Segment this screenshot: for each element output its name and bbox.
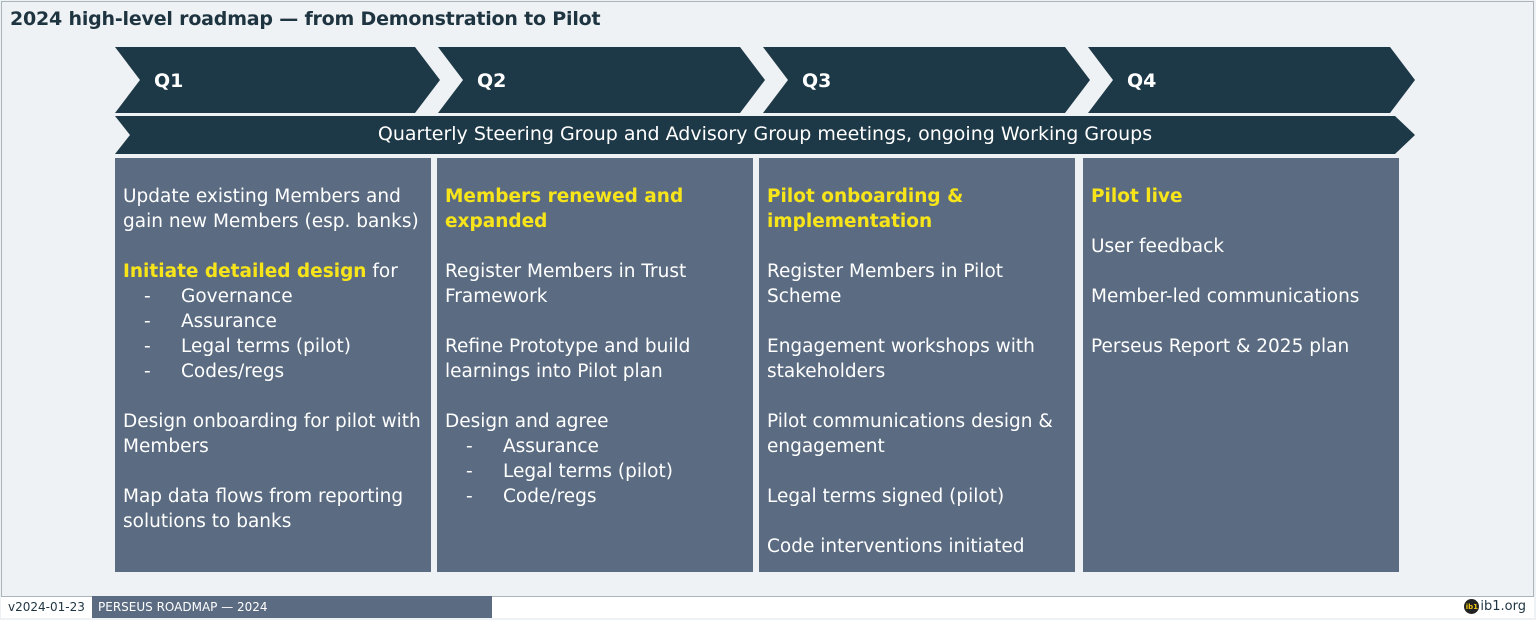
- q4-item-report: Perseus Report & 2025 plan: [1091, 336, 1350, 357]
- q1-item-onboarding: Design onboarding for pilot with Members: [123, 411, 421, 457]
- q1-subitem: - Codes/regs: [123, 359, 423, 384]
- dash-bullet: -: [144, 336, 151, 357]
- q3-item-comms: Pilot communications design & engagement: [767, 411, 1053, 457]
- q2-item-design: Design and agree: [445, 411, 609, 432]
- ib1-logo[interactable]: ib1 ib1.org: [1464, 599, 1526, 614]
- ib1-logo-text: ib1.org: [1480, 599, 1526, 614]
- q1-design-rest: for: [366, 261, 398, 282]
- q3-item-code: Code interventions initiated: [767, 536, 1025, 557]
- q4-item-comms: Member-led communications: [1091, 286, 1360, 307]
- page-title: 2024 high-level roadmap — from Demonstra…: [10, 8, 601, 30]
- column-q2: Members renewed and expanded Register Me…: [437, 158, 753, 572]
- q1-item-members: Update existing Members and gain new Mem…: [123, 186, 419, 232]
- quarter-label-q3: Q3: [802, 70, 832, 92]
- dash-bullet: -: [144, 311, 151, 332]
- q2-subitem-label: Assurance: [503, 436, 599, 457]
- q2-item-register: Register Members in Trust Framework: [445, 261, 687, 307]
- q1-item-dataflows: Map data flows from reporting solutions …: [123, 486, 404, 532]
- column-q1: Update existing Members and gain new Mem…: [115, 158, 431, 572]
- footer-label: PERSEUS ROADMAP — 2024: [98, 600, 268, 614]
- version-label: v2024-01-23: [8, 600, 85, 614]
- q1-subitem-label: Legal terms (pilot): [181, 336, 351, 357]
- q2-subitem: - Code/regs: [445, 484, 745, 509]
- q4-chevron: [1088, 47, 1415, 113]
- q2-subitem: - Legal terms (pilot): [445, 459, 745, 484]
- q2-heading: Members renewed and expanded: [445, 186, 684, 232]
- q3-heading: Pilot onboarding & implementation: [767, 186, 964, 232]
- q1-subitem-label: Assurance: [181, 311, 277, 332]
- q2-subitem-label: Code/regs: [503, 486, 597, 507]
- q1-subitem: - Legal terms (pilot): [123, 334, 423, 359]
- footer-band: PERSEUS ROADMAP — 2024: [92, 596, 492, 618]
- q2-item-refine: Refine Prototype and build learnings int…: [445, 336, 691, 382]
- column-q3: Pilot onboarding & implementation Regist…: [759, 158, 1075, 572]
- q3-item-workshops: Engagement workshops with stakeholders: [767, 336, 1035, 382]
- q4-heading: Pilot live: [1091, 186, 1183, 207]
- dash-bullet: -: [466, 461, 473, 482]
- q1-subitem: - Assurance: [123, 309, 423, 334]
- q3-item-legal: Legal terms signed (pilot): [767, 486, 1005, 507]
- q2-subitem-label: Legal terms (pilot): [503, 461, 673, 482]
- q1-chevron: [115, 47, 440, 113]
- quarter-label-q1: Q1: [154, 70, 184, 92]
- q3-chevron: [763, 47, 1090, 113]
- q1-subitem: - Governance: [123, 284, 423, 309]
- dash-bullet: -: [144, 361, 151, 382]
- dash-bullet: -: [466, 436, 473, 457]
- dash-bullet: -: [466, 486, 473, 507]
- column-q4: Pilot live User feedback Member-led comm…: [1083, 158, 1399, 572]
- q3-item-register: Register Members in Pilot Scheme: [767, 261, 1004, 307]
- quarter-bands: [115, 47, 1415, 154]
- steering-band-label: Quarterly Steering Group and Advisory Gr…: [377, 123, 1153, 145]
- steering-band-arrow: [115, 116, 1415, 154]
- q2-chevron: [438, 47, 765, 113]
- q1-subitem-label: Codes/regs: [181, 361, 285, 382]
- q1-subitem-label: Governance: [181, 286, 293, 307]
- q1-item-design: Initiate detailed design for: [123, 259, 423, 284]
- q4-item-feedback: User feedback: [1091, 236, 1225, 257]
- ib1-logo-icon: ib1: [1464, 599, 1480, 614]
- q1-design-highlight: Initiate detailed design: [123, 261, 367, 282]
- q2-subitem: - Assurance: [445, 434, 745, 459]
- quarter-label-q4: Q4: [1127, 70, 1157, 92]
- dash-bullet: -: [144, 286, 151, 307]
- quarter-label-q2: Q2: [477, 70, 507, 92]
